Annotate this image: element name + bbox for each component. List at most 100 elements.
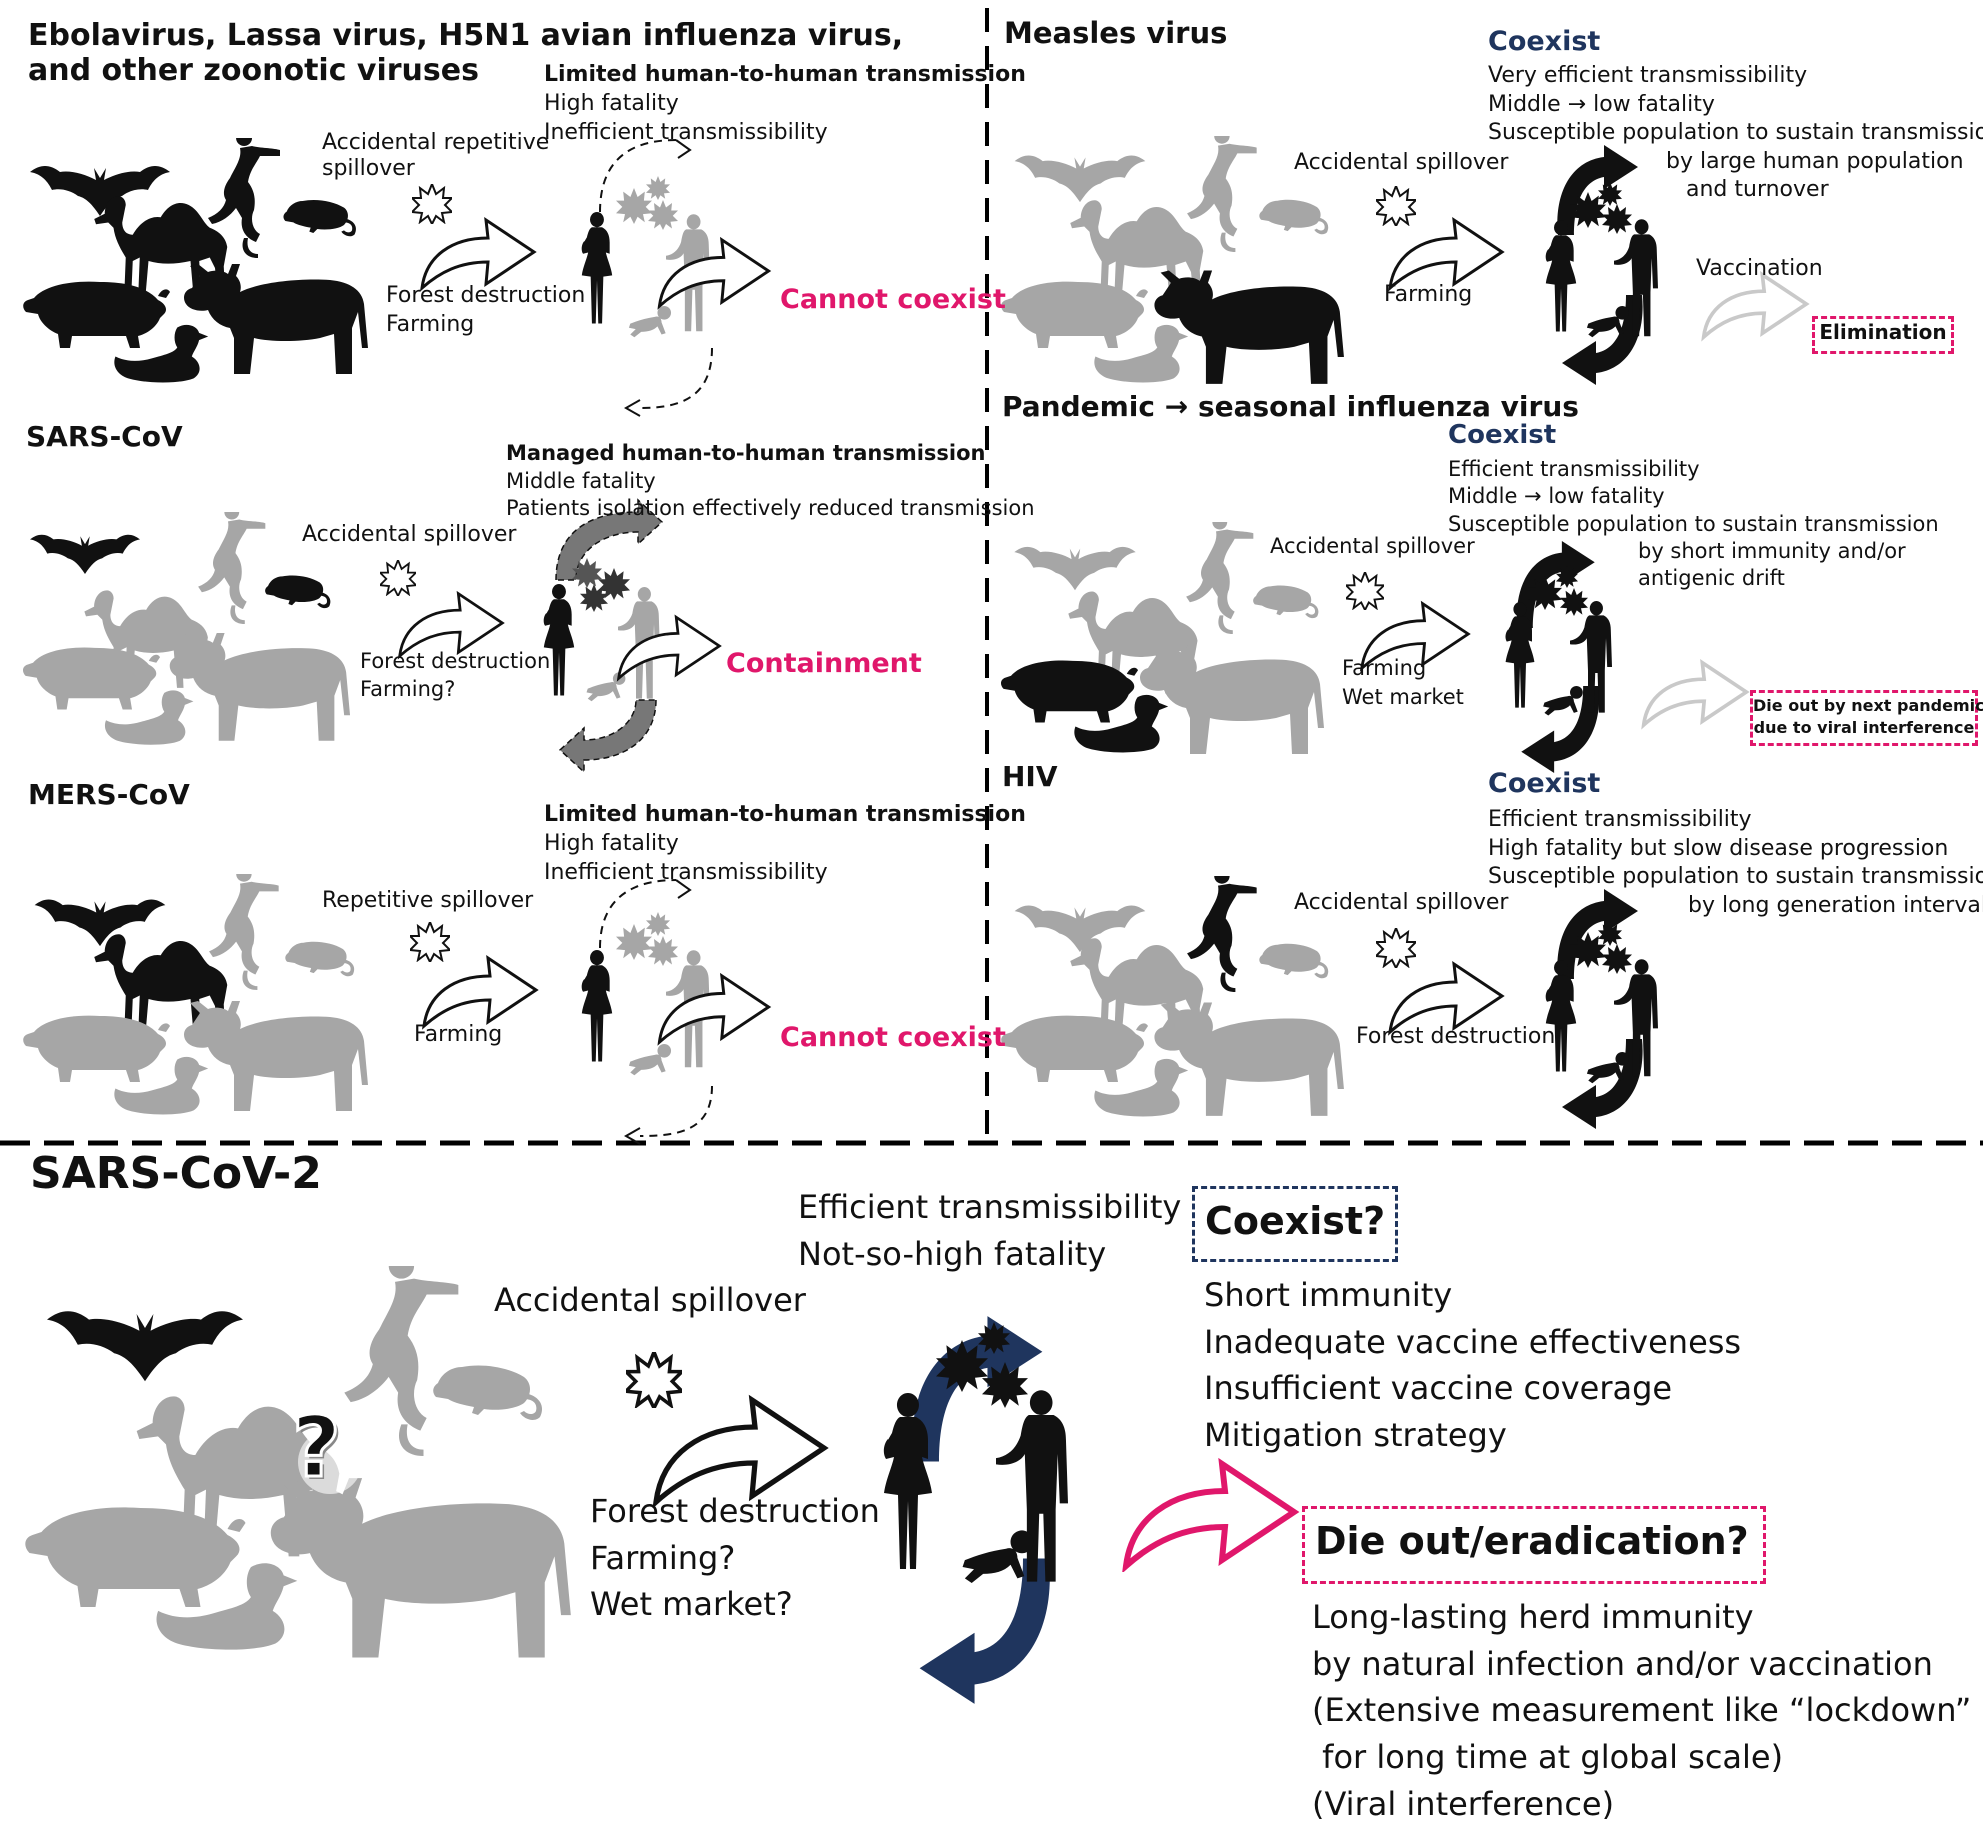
- trait-item: High fatality: [544, 91, 679, 117]
- rodent-icon: [1253, 585, 1319, 619]
- driver-item: Farming?: [590, 1538, 736, 1577]
- bat-icon: [47, 1311, 243, 1382]
- measles-outcome-box: Elimination: [1812, 316, 1954, 354]
- baby-icon: [628, 1044, 672, 1076]
- woman-icon: [581, 212, 613, 324]
- trait-item: Not-so-high fatality: [798, 1234, 1107, 1273]
- baby-icon: [962, 1530, 1034, 1583]
- bat-icon: [1014, 905, 1146, 953]
- hiv-drivers: Forest destruction: [1356, 1024, 1555, 1050]
- cow-icon: [184, 264, 368, 374]
- trait-item: Efficient transmissibility: [1488, 807, 1752, 832]
- cow-icon: [169, 632, 351, 741]
- sars2-outcome: Die out/eradication?: [1315, 1519, 1749, 1563]
- zoonotic-human-cluster: [581, 139, 713, 417]
- zoonotic-animal-reservoir: [23, 138, 368, 383]
- trait-item: Efficient transmissibility: [1448, 457, 1700, 481]
- factor-item: Short immunity: [1204, 1276, 1453, 1314]
- zoonotic-title: Ebolavirus, Lassa virus, H5N1 avian infl…: [28, 18, 903, 89]
- sars2-coexist-label: Coexist?: [1205, 1199, 1386, 1243]
- measles-animal-reservoir: [1001, 136, 1344, 384]
- curved-arrow-icon: [398, 592, 504, 658]
- title-line: and other zoonotic viruses: [28, 53, 479, 89]
- trait-item: and turnover: [1686, 177, 1829, 203]
- virus-icon: [648, 200, 678, 230]
- zoonotic-outcome: Cannot coexist: [780, 284, 1006, 315]
- bat-icon: [1014, 155, 1146, 203]
- pig-icon: [1001, 281, 1148, 348]
- influenza-coexist-label: Coexist: [1448, 420, 1557, 450]
- virus-icon: [1602, 204, 1632, 234]
- sars2-human-cluster: [883, 1316, 1068, 1704]
- curved-arrow-icon: [1701, 272, 1809, 339]
- pig-icon: [1001, 1015, 1148, 1082]
- sars2-title: SARS-CoV-2: [30, 1148, 322, 1199]
- monkey-icon: [1186, 522, 1254, 634]
- curved-arrow-icon: [656, 1400, 824, 1502]
- driver-item: Farming: [414, 1022, 503, 1047]
- zoonotic-traits: Limited human-to-human transmission High…: [544, 60, 1026, 147]
- zoonotic-drivers: Forest destruction Farming: [386, 282, 585, 339]
- sars2-spillover-label: Accidental spillover: [494, 1281, 806, 1319]
- trait-item: Inefficient transmissibility: [544, 860, 828, 886]
- cow-icon: [184, 1001, 368, 1111]
- bat-icon: [30, 534, 140, 574]
- spillover-line: spillover: [322, 155, 415, 181]
- influenza-outcome: Die out by next pandemic due to viral in…: [1753, 695, 1983, 738]
- mers-traits: Limited human-to-human transmission High…: [544, 800, 1026, 887]
- hiv-title: HIV: [1002, 760, 1058, 793]
- curved-arrow-icon: [422, 956, 538, 1028]
- virus-icon: [648, 936, 678, 966]
- trait-item: Inefficient transmissibility: [544, 120, 828, 146]
- title-line: Ebolavirus, Lassa virus, H5N1 avian infl…: [28, 18, 904, 53]
- hiv-traits: Efficient transmissibility High fatality…: [1488, 806, 1983, 920]
- mers-drivers: Farming: [414, 1022, 502, 1048]
- woman-icon: [1545, 220, 1577, 332]
- pig-icon: [23, 1015, 170, 1082]
- baby-icon: [628, 306, 672, 338]
- driver-item: Wet market?: [590, 1585, 793, 1624]
- curved-arrow-icon: [1126, 1464, 1294, 1566]
- virus-icon: [646, 912, 670, 936]
- measles-coexist-label: Coexist: [1488, 26, 1601, 57]
- driver-item: Forest destruction: [360, 649, 551, 673]
- rodent-icon: [433, 1365, 543, 1420]
- curved-arrow-icon: [657, 238, 771, 308]
- factor-item: Insufficient vaccine coverage: [1204, 1369, 1673, 1408]
- trait-item: by long generation interval: [1688, 892, 1983, 918]
- driver-item: Forest destruction: [590, 1492, 880, 1530]
- trait-item: Middle fatality: [506, 468, 656, 493]
- trait-item: Middle → low fatality: [1488, 91, 1715, 117]
- spillover-line: Accidental repetitive: [322, 130, 550, 155]
- baby-icon: [1543, 686, 1583, 716]
- driver-item: Wet market: [1342, 684, 1464, 709]
- trait-item: Efficient transmissibility: [798, 1188, 1182, 1226]
- measles-intervention: Vaccination: [1696, 256, 1823, 281]
- sars-drivers: Forest destruction Farming?: [360, 648, 550, 703]
- curved-arrow-icon: [1641, 660, 1749, 727]
- influenza-traits: Efficient transmissibility Middle → low …: [1448, 456, 1939, 592]
- cow-icon: [1154, 270, 1344, 384]
- woman-icon: [581, 950, 613, 1062]
- monkey-icon: [1187, 876, 1257, 992]
- mers-spillover-label: Repetitive spillover: [322, 888, 534, 913]
- factor-item: Inadequate vaccine effectiveness: [1204, 1322, 1742, 1361]
- rodent-icon: [1259, 199, 1329, 235]
- driver-item: Forest destruction: [1356, 1024, 1556, 1049]
- sars2-outcome-box: Die out/eradication?: [1302, 1506, 1766, 1584]
- cow-icon: [1140, 644, 1324, 754]
- zoonotic-spillover-label: Accidental repetitive spillover: [322, 130, 549, 182]
- sars2-outcome-factors: Long-lasting herd immunity by natural in…: [1312, 1594, 1971, 1828]
- hiv-animal-reservoir: [1001, 876, 1344, 1117]
- virus-icon: [410, 922, 450, 962]
- sars2-drivers: Forest destruction Farming? Wet market?: [590, 1488, 880, 1628]
- pig-icon: [22, 647, 160, 710]
- virus-icon: [1376, 928, 1416, 968]
- factor-item: (Extensive measurement like “lockdown”: [1312, 1691, 1972, 1730]
- bat-icon: [34, 899, 166, 947]
- rodent-icon: [285, 941, 355, 977]
- virus-icon: [1346, 572, 1384, 610]
- cow-icon: [1154, 1002, 1344, 1116]
- influenza-drivers: Farming Wet market: [1342, 654, 1464, 711]
